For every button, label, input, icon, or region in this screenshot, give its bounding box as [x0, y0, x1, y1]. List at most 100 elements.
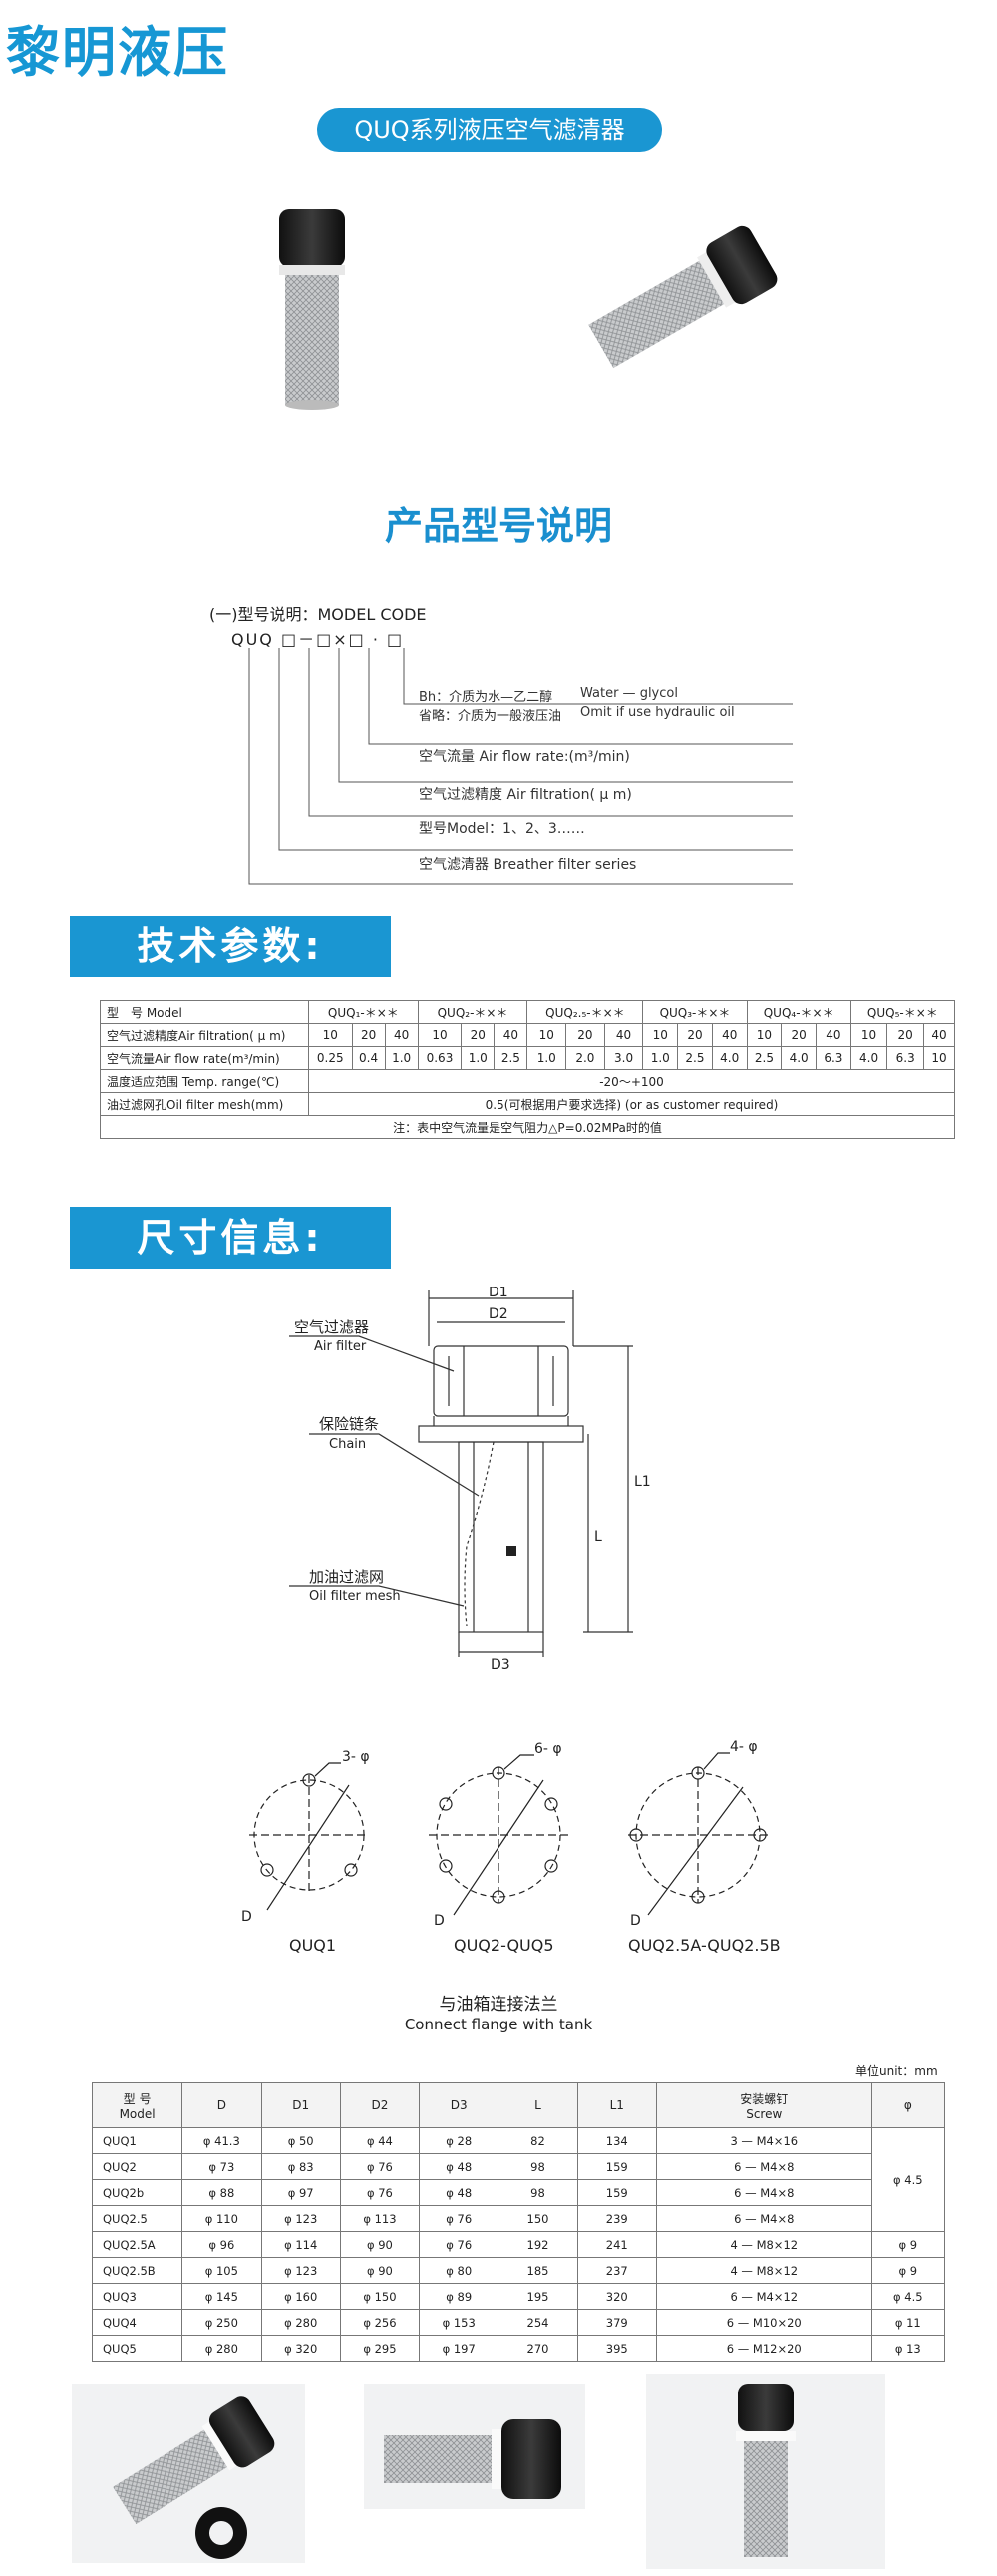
flange1-d-label: D	[241, 1909, 252, 1925]
table-cell: 温度适应范围 Temp. range(℃)	[100, 1069, 309, 1093]
product-photo-upright	[279, 209, 345, 410]
table-cell: φ 80	[419, 2257, 499, 2284]
table-cell: QUQ2b	[91, 2179, 183, 2206]
table-cell: φ 153	[419, 2309, 499, 2336]
code-model-number: 型号Model：1、2、3……	[419, 821, 585, 837]
table-cell: QUQ3	[91, 2283, 183, 2310]
table-cell: 1.0	[526, 1046, 567, 1070]
model-heading: 产品型号说明	[384, 504, 612, 548]
table-cell: 40	[923, 1023, 955, 1047]
table-cell: φ 48	[419, 2153, 499, 2180]
product-photo-with-gasket	[72, 2384, 305, 2563]
table-cell: 6 — M10×20	[655, 2309, 872, 2336]
table-cell: φ 44	[339, 2127, 421, 2154]
code-bh-cn: Bh：介质为水—乙二醇	[419, 690, 553, 705]
table-row: 型 号 Model QUQ₁-＊×＊ QUQ₂-＊×＊ QUQ₂.₅-＊×＊ Q…	[100, 1000, 956, 1024]
mesh-label-en: Oil filter mesh	[309, 1589, 401, 1604]
table-cell: φ 11	[870, 2309, 946, 2336]
flange-caption-cn: 与油箱连接法兰	[439, 1995, 558, 2015]
table-cell: 6.3	[886, 1046, 925, 1070]
table-cell: 20	[886, 1023, 925, 1047]
table-cell: φ 73	[181, 2153, 262, 2180]
dim-label-l: L	[594, 1529, 602, 1545]
table-cell: 空气过滤精度Air filtration( μ m)	[100, 1023, 309, 1047]
table-cell: QUQ1	[91, 2127, 183, 2154]
table-cell: 2.0	[565, 1046, 605, 1070]
code-omit-en: Omit if use hydraulic oil	[580, 705, 735, 720]
table-cell: φ 9	[870, 2257, 946, 2284]
table-cell: 6.3	[815, 1046, 851, 1070]
code-omit-cn: 省略：介质为一般液压油	[419, 709, 562, 724]
chain-label-cn: 保险链条	[319, 1415, 379, 1433]
table-cell: 1.0	[384, 1046, 419, 1070]
col-header-d1: D1	[260, 2082, 341, 2128]
model-code-title: (一)型号说明：MODEL CODE	[209, 605, 427, 624]
table-cell: QUQ2.5A	[91, 2231, 183, 2258]
flange3-caption: QUQ2.5A-QUQ2.5B	[628, 1936, 781, 1955]
table-cell: QUQ₅-＊×＊	[849, 1000, 956, 1024]
flange1-caption: QUQ1	[289, 1936, 336, 1955]
table-cell: φ 113	[339, 2205, 421, 2232]
table-cell: 20	[677, 1023, 713, 1047]
product-photo-horizontal	[364, 2384, 585, 2509]
table-cell: 0.4	[351, 1046, 386, 1070]
table-cell: φ 76	[419, 2205, 499, 2232]
table-cell: φ 123	[260, 2205, 341, 2232]
table-cell: 270	[498, 2335, 578, 2362]
flange-caption-en: Connect flange with tank	[404, 2016, 593, 2033]
table-cell: φ 280	[181, 2335, 262, 2362]
table-cell: φ 83	[260, 2153, 341, 2180]
table-cell: φ 320	[260, 2335, 341, 2362]
table-cell: 40	[494, 1023, 528, 1047]
table-cell: 6 — M12×20	[655, 2335, 872, 2362]
model-code-pattern: QUQ □－□×□ · □	[231, 630, 405, 649]
table-cell: QUQ2.5B	[91, 2257, 183, 2284]
table-cell: φ 28	[419, 2127, 499, 2154]
flange3-d-label: D	[630, 1913, 641, 1929]
dim-label-d2: D2	[489, 1306, 508, 1322]
table-cell: φ 88	[181, 2179, 262, 2206]
table-cell: 1.0	[642, 1046, 679, 1070]
table-cell: 4.0	[781, 1046, 817, 1070]
table-cell: φ 150	[339, 2283, 421, 2310]
table-cell: QUQ2.5	[91, 2205, 183, 2232]
table-cell: 82	[498, 2127, 578, 2154]
table-row: 温度适应范围 Temp. range(℃) -20～+100	[100, 1069, 955, 1093]
table-cell: 395	[576, 2335, 657, 2362]
table-cell: φ 48	[419, 2179, 499, 2206]
table-cell: 2.5	[677, 1046, 713, 1070]
chain-label-en: Chain	[329, 1437, 366, 1452]
table-cell: 10	[746, 1023, 783, 1047]
table-cell: φ 295	[339, 2335, 421, 2362]
table-cell: 型 号 Model	[100, 1000, 309, 1024]
table-row: 油过滤网孔Oil filter mesh(mm) 0.5(可根据用户要求选择) …	[100, 1092, 955, 1116]
dimension-drawing: D1 D2 D3 L L1 空气过滤器 Air filter 保险链条 Chai…	[289, 1287, 651, 1673]
table-cell-merged-phi: φ 4.5	[870, 2127, 946, 2232]
table-cell: 254	[498, 2309, 578, 2336]
table-cell: 1.0	[461, 1046, 496, 1070]
table-cell: 4 — M8×12	[655, 2257, 872, 2284]
tech-params-section-title: 技术参数:	[70, 916, 391, 977]
table-cell: 239	[576, 2205, 657, 2232]
table-cell: φ 280	[260, 2309, 341, 2336]
table-cell: -20～+100	[308, 1069, 955, 1093]
table-cell: 空气流量Air flow rate(m³/min)	[100, 1046, 309, 1070]
table-cell: 油过滤网孔Oil filter mesh(mm)	[100, 1092, 309, 1116]
table-cell: φ 50	[260, 2127, 341, 2154]
dim-label-d1: D1	[489, 1287, 508, 1300]
series-title-pill: QUQ系列液压空气滤清器	[317, 108, 662, 152]
table-cell: QUQ4	[91, 2309, 183, 2336]
air-filter-label-cn: 空气过滤器	[294, 1318, 369, 1336]
air-filter-label-en: Air filter	[314, 1339, 367, 1354]
table-cell: 379	[576, 2309, 657, 2336]
table-cell: φ 89	[419, 2283, 499, 2310]
code-filtration: 空气过滤精度 Air filtration( μ m)	[419, 787, 632, 803]
table-cell: 0.5(可根据用户要求选择) (or as customer required)	[308, 1092, 955, 1116]
table-cell: 10	[923, 1046, 955, 1070]
table-note: 注：表中空气流量是空气阻力△P=0.02MPa时的值	[100, 1115, 955, 1139]
